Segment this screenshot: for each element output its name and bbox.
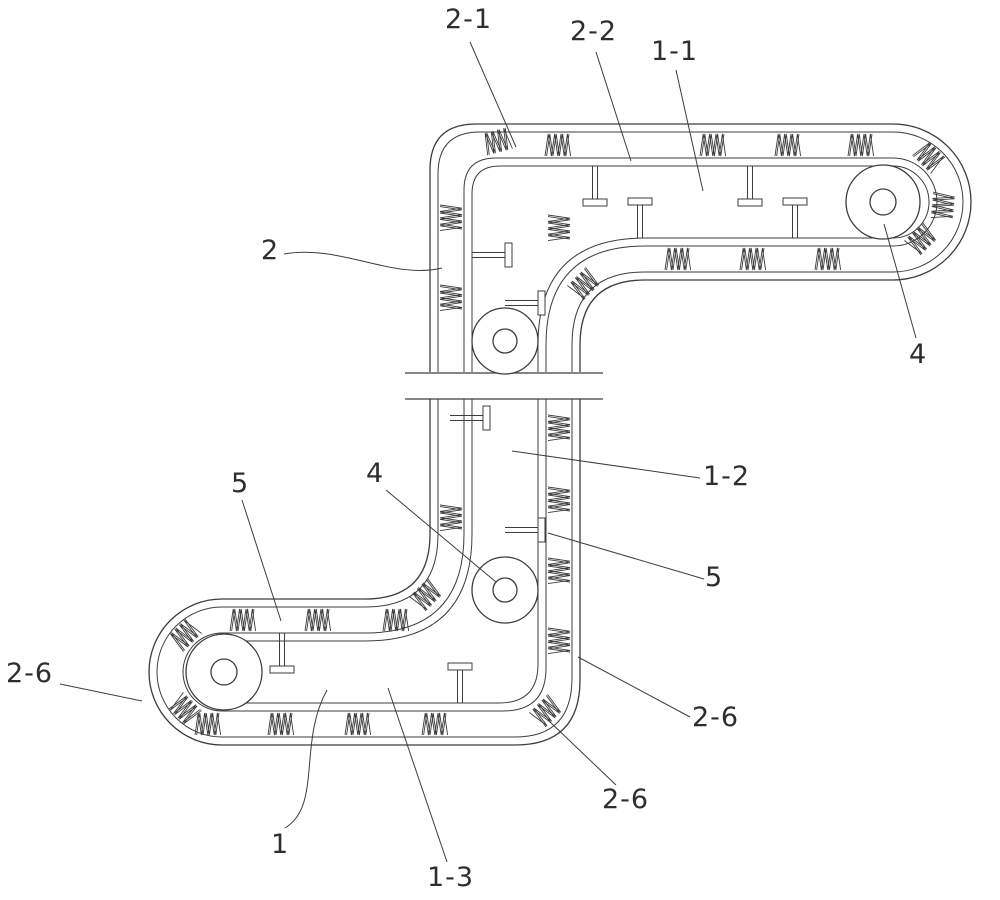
lower-casing-inner-contour (156, 399, 573, 738)
label-2-6-bottom: 2-6 (602, 784, 650, 815)
cleat-pin (627, 197, 653, 239)
pulley-bottom-left (185, 633, 263, 711)
spring-icon (547, 557, 571, 585)
spring-icon (344, 712, 372, 736)
cleat-pin (449, 405, 491, 431)
label-5-left: 5 (231, 468, 250, 499)
spring-icon (739, 247, 767, 271)
spring-icon (699, 133, 727, 157)
spring-icon (847, 133, 875, 157)
label-4-right: 4 (909, 339, 928, 370)
leader-2-6-right (577, 656, 691, 718)
pulley-mid-upper (471, 307, 539, 375)
cleat-pin (504, 517, 546, 543)
cleat-pin (582, 165, 608, 207)
spring-icon (267, 712, 295, 736)
leader-2-2 (595, 51, 632, 162)
spring-icon (421, 712, 449, 736)
leader-2-6-bottom (548, 720, 617, 786)
label-1-3: 1-3 (427, 862, 475, 893)
pulley-mid-lower (471, 556, 539, 624)
upper-belt-inner-contour (471, 165, 930, 372)
cleat-pin (782, 197, 808, 239)
lower-belt-outer-contour (182, 399, 547, 712)
leader-5-left (241, 499, 282, 622)
section-break-lines (405, 372, 603, 400)
line-art (59, 41, 972, 863)
spring-hatches (167, 126, 956, 736)
spring-icon (774, 133, 802, 157)
lower-conveyor-outline (148, 399, 581, 746)
spring-icon (547, 214, 571, 242)
spring-icon (814, 247, 842, 271)
cleat-pin (447, 662, 473, 704)
cleat-pin (269, 632, 295, 674)
leader-4-mid (385, 489, 497, 583)
leader-1-3 (387, 687, 448, 863)
pulley-top-right (845, 164, 921, 240)
label-2-1: 2-1 (445, 4, 493, 35)
leader-2-6-left (59, 683, 143, 702)
label-2-2: 2-2 (570, 16, 618, 47)
leader-lines (59, 41, 917, 863)
spring-icon (930, 191, 956, 221)
pulleys (185, 164, 921, 711)
spring-icon (547, 627, 571, 655)
spring-icon (194, 712, 222, 736)
leader-5-right (547, 532, 705, 580)
spring-icon (439, 284, 463, 312)
leader-1-2 (511, 450, 701, 479)
label-1-1: 1-1 (651, 36, 699, 67)
spring-icon (229, 608, 257, 632)
spring-icon (408, 577, 444, 613)
spring-icon (547, 486, 571, 514)
spring-icon (439, 204, 463, 232)
label-1: 1 (271, 829, 290, 860)
spring-icon (528, 693, 564, 729)
upper-casing-inner-contour (437, 131, 964, 372)
spring-icon (911, 139, 947, 175)
cleat-pin (471, 242, 513, 268)
upper-outer-contour (429, 123, 972, 372)
label-2: 2 (261, 235, 280, 266)
spring-icon (439, 504, 463, 532)
spring-icon (544, 133, 572, 157)
leader-4-right (883, 223, 917, 339)
spring-icon (304, 608, 332, 632)
label-4-mid: 4 (366, 458, 385, 489)
lower-outer-contour (148, 399, 581, 746)
label-5-right: 5 (705, 562, 724, 593)
spring-icon (664, 247, 692, 271)
spring-icon (547, 414, 571, 442)
label-2-6-left: 2-6 (6, 658, 54, 689)
leader-2 (283, 251, 443, 271)
label-1-2: 1-2 (703, 461, 751, 492)
label-2-6-right: 2-6 (692, 702, 740, 733)
leader-2-1 (469, 41, 517, 148)
leader-1 (284, 689, 328, 829)
leader-1-1 (675, 69, 704, 192)
cleat-pin (737, 165, 763, 207)
